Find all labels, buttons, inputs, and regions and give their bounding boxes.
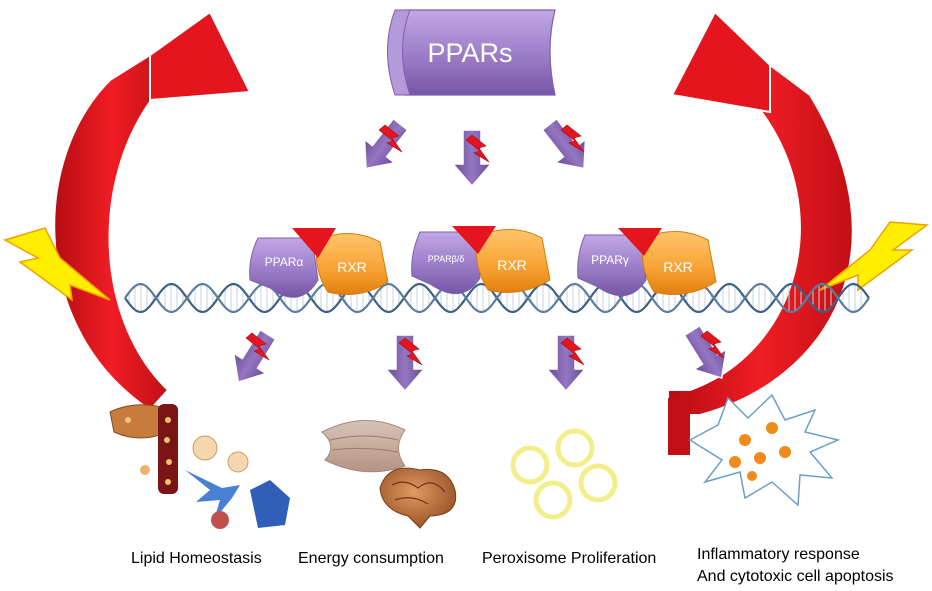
upper-arrow-right (533, 111, 600, 181)
outcome-energy-consumption: Energy consumption (298, 550, 444, 567)
ppar-alpha-shape (249, 237, 319, 298)
inflamed-cell (729, 456, 741, 468)
rxr-shape-3 (641, 230, 717, 295)
outcome-lipid-homeostasis: Lipid Homeostasis (131, 550, 262, 567)
ligand-triangle-2 (452, 226, 496, 254)
upper-arrow-left (350, 111, 417, 181)
outcome-inflammatory-line1: Inflammatory response (697, 546, 860, 563)
ppar-beta-delta-shape (411, 231, 481, 295)
peroxisome-ring (578, 463, 618, 503)
receptor-complex-3: PPARγ RXR (577, 228, 717, 297)
left-cycle-arrow (53, 10, 252, 412)
ppar-gamma-shape (577, 234, 647, 297)
peroxisome-ring (555, 428, 595, 468)
peroxisome-ring (533, 480, 573, 520)
rxr-shape-1 (315, 232, 389, 295)
right-lightning-icon (819, 221, 930, 292)
lipid-homeostasis-illustration (109, 404, 290, 529)
dna-strand (124, 282, 870, 314)
ligand-triangle-1 (292, 228, 336, 258)
ppar-alpha-label: PPARα (265, 255, 304, 269)
peroxisome-illustration (510, 428, 618, 520)
energy-consumption-illustration (321, 420, 457, 529)
ppars-label: PPARs (427, 38, 512, 68)
rxr-label-3: RXR (663, 259, 693, 275)
inflamed-cell (766, 422, 778, 434)
peroxisome-ring (510, 445, 550, 485)
outcome-peroxisome-proliferation: Peroxisome Proliferation (482, 550, 656, 567)
inflamed-cell (739, 434, 751, 446)
inflammatory-burst-illustration (688, 393, 841, 507)
outcome-inflammatory-line2: And cytotoxic cell apoptosis (697, 568, 894, 585)
left-lightning-icon (3, 227, 111, 302)
inflamed-cell (747, 471, 757, 481)
ligand-triangle-3 (618, 228, 662, 256)
right-cycle-arrow (667, 10, 854, 455)
inflamed-cell (779, 446, 791, 458)
rxr-shape-2 (475, 228, 551, 293)
ppars-box: PPARs (387, 9, 556, 96)
dna-helix (124, 282, 870, 314)
receptor-complex-1: PPARα RXR (249, 228, 389, 298)
rxr-label-2: RXR (497, 257, 527, 273)
receptor-complex-2: PPARβ/δ RXR (411, 226, 551, 295)
ppar-beta-delta-label: PPARβ/δ (428, 254, 465, 264)
rxr-label-1: RXR (337, 259, 367, 275)
inflamed-cell (754, 452, 766, 464)
ppar-gamma-label: PPARγ (591, 253, 629, 267)
